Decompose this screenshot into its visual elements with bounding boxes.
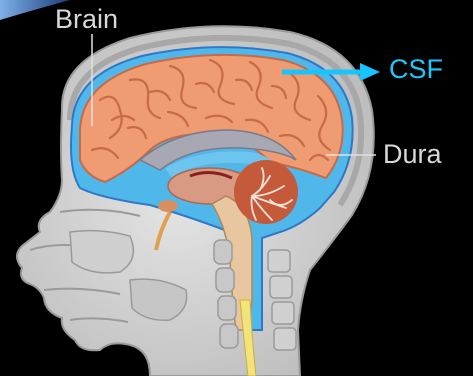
csf-arrow-head [360, 63, 380, 81]
dura-label: Dura [383, 141, 442, 168]
nasal-cavity [70, 231, 133, 273]
csf-label: CSF [389, 56, 443, 83]
brain-label: Brain [55, 6, 118, 33]
pituitary [158, 200, 178, 212]
